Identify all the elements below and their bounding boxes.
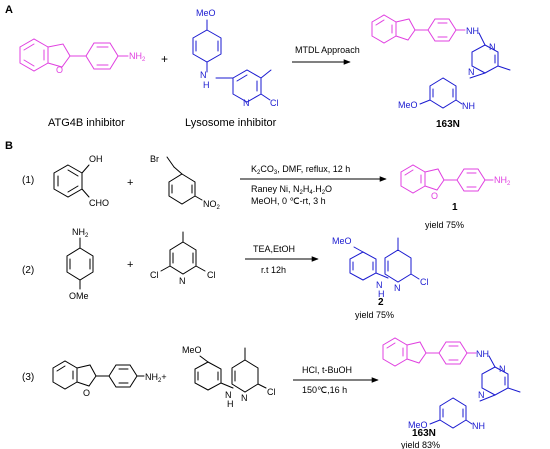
panel-a-label: A xyxy=(5,4,13,16)
atg4b-inhibitor-structure xyxy=(19,38,129,72)
step3-cond2: 150℃,16 h xyxy=(302,385,347,395)
cmpd2-meo: MeO xyxy=(332,236,352,246)
compound-2-reactant-structure xyxy=(194,347,267,393)
step2-plus: + xyxy=(127,259,133,271)
cmpd2-n: N xyxy=(394,283,401,293)
dcp-cl1: Cl xyxy=(150,270,159,280)
product-163n-structure-a xyxy=(371,14,511,109)
dcp-cl2: Cl xyxy=(207,270,216,280)
anisidine-nh2: NH2 xyxy=(72,227,89,239)
p163n-b-meo: MeO xyxy=(408,420,428,430)
step3-yield: yield 83% xyxy=(401,440,440,449)
atg4b-furan-o: O xyxy=(56,65,63,75)
p163n-b-n2: N xyxy=(478,390,485,400)
product-163n-caption-a: 163N xyxy=(436,119,460,130)
lyso-meo: MeO xyxy=(196,8,216,18)
panel-b-label: B xyxy=(5,140,13,152)
nitro-label: NO2 xyxy=(203,199,221,211)
p163n-b-nh1: NH xyxy=(476,349,489,359)
r3b-n: N xyxy=(241,393,248,403)
product-163n-structure-b xyxy=(382,337,521,429)
cmpd1-o: O xyxy=(431,191,438,201)
p163n-a-nh2: NH xyxy=(462,101,475,111)
r3b-cl: Cl xyxy=(267,387,276,397)
r3-nh2: NH2+ xyxy=(145,372,167,384)
lysosome-caption: Lysosome inhibitor xyxy=(185,117,277,129)
lysosome-inhibitor-structure xyxy=(192,19,272,103)
plus-sign-a: + xyxy=(161,52,168,66)
step1-cond1: K2CO3, DMF, reflux, 12 h xyxy=(251,164,350,176)
lyso-cl: Cl xyxy=(270,98,279,108)
step3-cond1: HCl, t-BuOH xyxy=(302,365,352,375)
step1-yield: yield 75% xyxy=(425,220,464,230)
compound-2-structure xyxy=(349,237,420,283)
r3-o: O xyxy=(83,388,90,398)
atg4b-nh2: NH2 xyxy=(129,51,146,63)
step1-cond2: Raney Ni, N2H4.H2O xyxy=(251,184,332,196)
p163n-b-n1: N xyxy=(499,364,506,374)
mtdl-arrow-label: MTDL Approach xyxy=(295,45,360,55)
product-163n-id-b: 163N xyxy=(412,428,436,439)
salicylaldehyde-structure xyxy=(53,164,90,198)
bromo-label: Br xyxy=(150,154,159,164)
atg4b-caption: ATG4B inhibitor xyxy=(48,117,125,129)
sal-cho: CHO xyxy=(89,198,109,208)
dichloropyrimidine-structure xyxy=(160,231,206,275)
p-anisidine-structure xyxy=(66,237,94,290)
dcp-n1: N xyxy=(179,276,186,286)
step1-plus: + xyxy=(127,177,133,189)
r3b-meo: MeO xyxy=(182,345,202,355)
cmpd1-nh2: NH2 xyxy=(494,175,511,187)
nitrobenzyl-bromide-structure xyxy=(166,156,203,205)
sal-oh: OH xyxy=(89,154,103,164)
step3-number: (3) xyxy=(22,372,34,383)
step1-cond3: MeOH, 0 ℃-rt, 3 h xyxy=(251,196,326,206)
step2-number: (2) xyxy=(22,265,34,276)
lyso-n1: N xyxy=(243,98,250,108)
p163n-a-n1: N xyxy=(489,42,496,52)
cmpd2-cl: Cl xyxy=(420,277,429,287)
compound-1-structure xyxy=(400,164,494,194)
compound-1-id: 1 xyxy=(452,202,458,213)
p163n-a-meo: MeO xyxy=(398,100,418,110)
step1-number: (1) xyxy=(22,175,34,186)
compound-1-reactant-structure xyxy=(52,360,145,390)
compound-2-id: 2 xyxy=(378,297,384,308)
p163n-a-nh1: NH xyxy=(466,26,479,36)
p163n-b-nh2: NH xyxy=(472,421,485,431)
step2-yield: yield 75% xyxy=(355,310,394,320)
p163n-a-n2: N xyxy=(468,67,475,77)
anisidine-ome: OMe xyxy=(69,291,89,301)
step2-cond1: TEA,EtOH xyxy=(253,244,295,254)
step2-cond2: r.t 12h xyxy=(261,265,286,275)
